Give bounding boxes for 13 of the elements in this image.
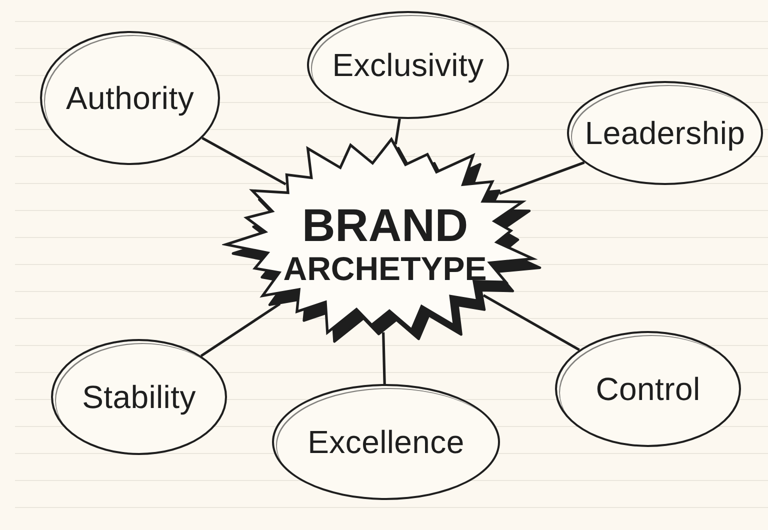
- connector-line: [394, 118, 401, 144]
- connector-line: [202, 136, 286, 186]
- topic-label: Control: [596, 370, 700, 408]
- topic-label: Exclusivity: [332, 46, 484, 84]
- connector-line: [382, 332, 386, 384]
- central-title: BRAND ARCHETYPE: [282, 201, 488, 287]
- topic-label: Leadership: [584, 114, 746, 152]
- connector-line: [498, 161, 585, 195]
- topic-label: Stability: [82, 378, 196, 416]
- connector-line: [482, 294, 580, 352]
- connector-line: [200, 302, 281, 357]
- topic-label: Authority: [66, 80, 194, 116]
- topic-label: Excellence: [308, 424, 464, 460]
